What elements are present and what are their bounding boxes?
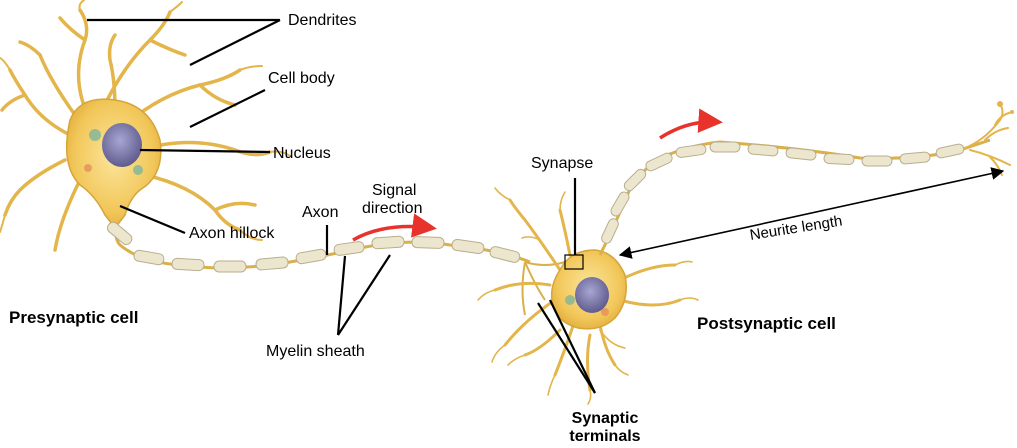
label-signal-direction-line1: Signal (362, 182, 462, 200)
label-signal-direction-line2: direction (362, 200, 462, 218)
label-synaptic-terminals: Synaptic terminals (560, 410, 650, 445)
label-signal-direction: Signal direction (362, 182, 462, 217)
label-axon: Axon (302, 204, 338, 222)
label-myelin-sheath: Myelin sheath (266, 343, 365, 361)
label-axon-hillock: Axon hillock (189, 225, 274, 243)
label-cell-body: Cell body (268, 70, 335, 88)
postsynaptic-nucleus (575, 277, 609, 313)
label-presynaptic-cell: Presynaptic cell (9, 309, 138, 328)
label-nucleus: Nucleus (273, 145, 331, 163)
leader-lines (87, 20, 595, 393)
label-synapse: Synapse (531, 155, 593, 173)
presynaptic-nucleus (102, 123, 142, 167)
label-synaptic-terminals-line1: Synaptic (560, 410, 650, 428)
label-postsynaptic-cell: Postsynaptic cell (697, 315, 836, 334)
label-dendrites: Dendrites (288, 12, 356, 30)
label-synaptic-terminals-line2: terminals (560, 428, 650, 446)
neurite-length-arrow (620, 171, 1003, 255)
signal-direction-arrow-2 (660, 122, 718, 138)
